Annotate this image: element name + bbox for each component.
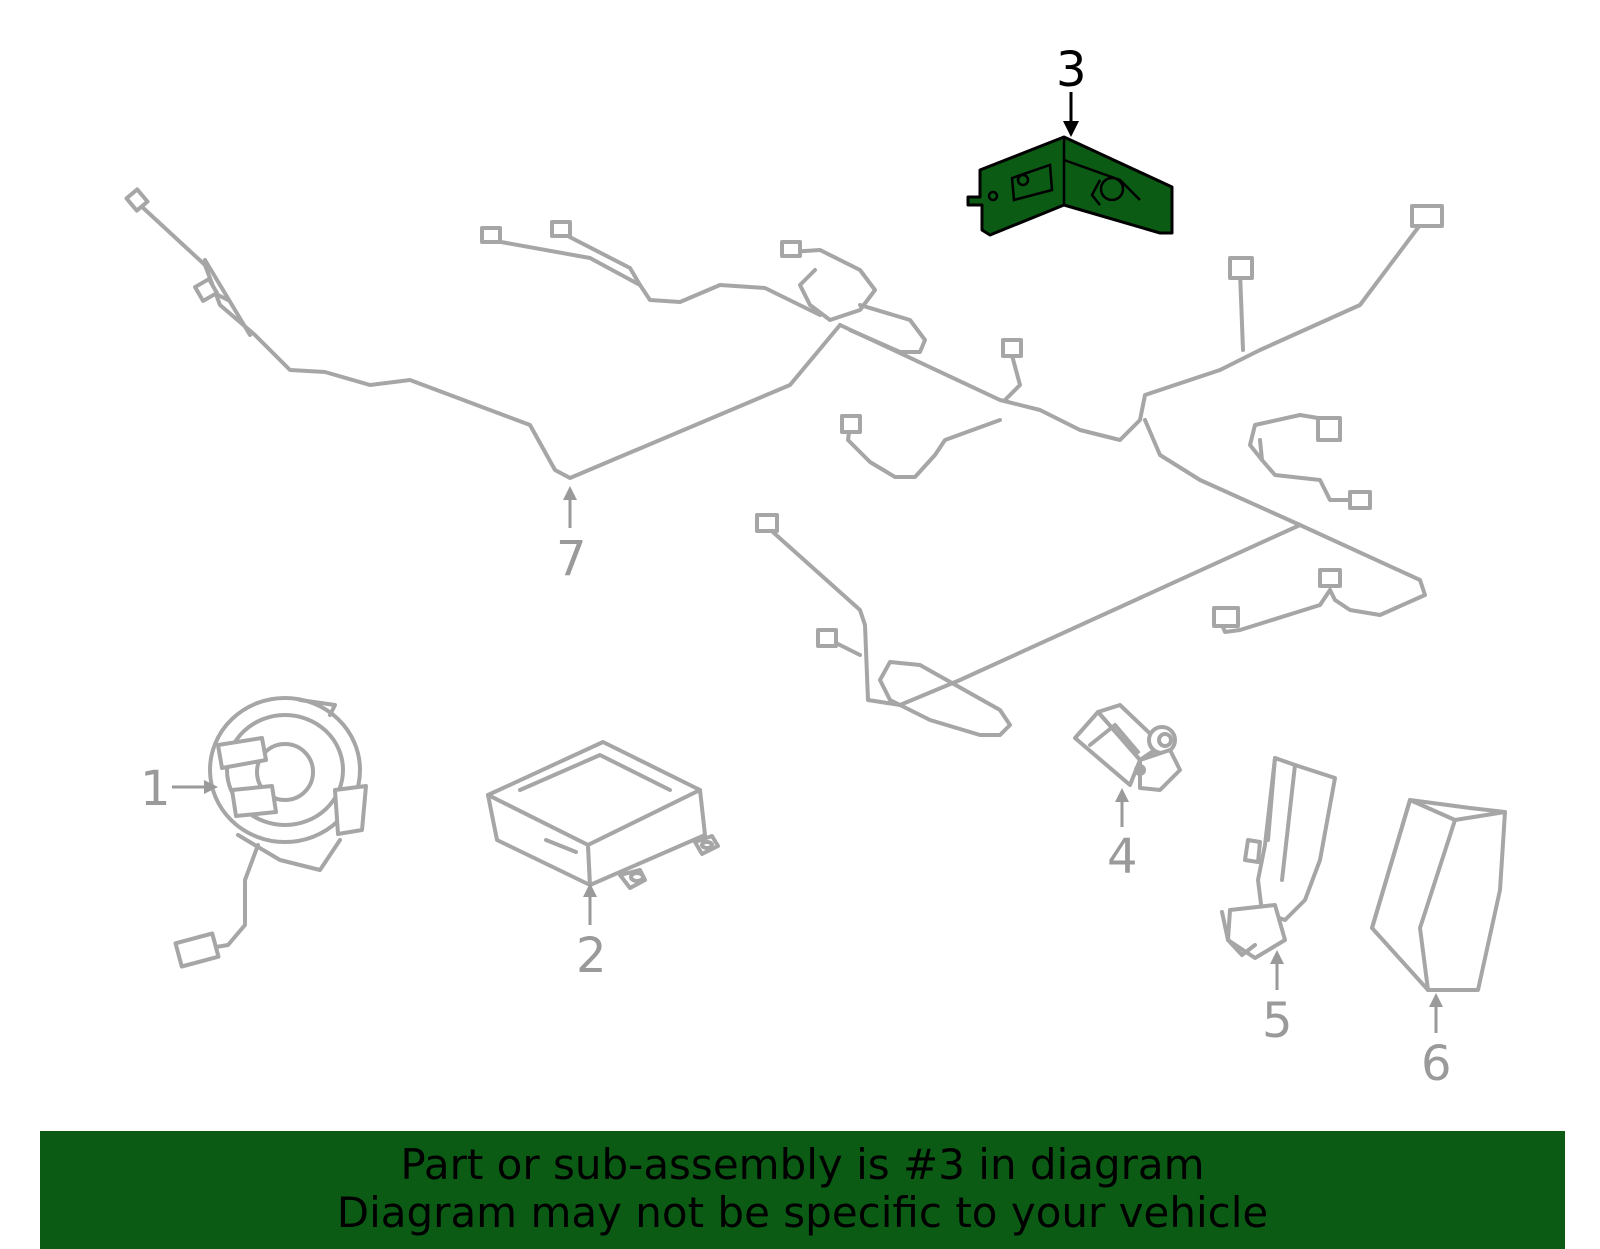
info-banner: Part or sub-assembly is #3 in diagram Di… — [40, 1131, 1565, 1249]
banner-line-part: Part or sub-assembly is #3 in diagram — [400, 1140, 1205, 1189]
callout-label-7: 7 — [556, 531, 587, 587]
callout-label-3: 3 — [1056, 42, 1087, 98]
wiring-harness[interactable] — [124, 187, 1444, 737]
callout-arrow-1 — [172, 780, 218, 794]
callout-arrow-3 — [1063, 92, 1079, 137]
callout-label-1: 1 — [140, 761, 171, 817]
side-sensor[interactable] — [1220, 756, 1337, 960]
impact-sensor[interactable] — [1073, 703, 1182, 792]
banner-line-disclaimer: Diagram may not be specific to your vehi… — [336, 1188, 1269, 1237]
callout-arrow-2 — [583, 883, 597, 925]
callout-arrow-7 — [563, 486, 577, 528]
callout-label-2: 2 — [576, 928, 607, 984]
clock-spring[interactable] — [173, 696, 368, 969]
callout-arrow-5 — [1270, 950, 1284, 990]
callout-label-4: 4 — [1107, 829, 1138, 885]
highlighted-part-3[interactable] — [966, 135, 1174, 237]
trim-cover[interactable] — [1370, 798, 1507, 992]
callout-label-6: 6 — [1421, 1036, 1452, 1092]
callout-arrow-6 — [1429, 993, 1443, 1033]
callout-arrow-4 — [1115, 788, 1129, 827]
callout-label-5: 5 — [1262, 993, 1293, 1049]
airbag-control-module[interactable] — [486, 740, 720, 890]
